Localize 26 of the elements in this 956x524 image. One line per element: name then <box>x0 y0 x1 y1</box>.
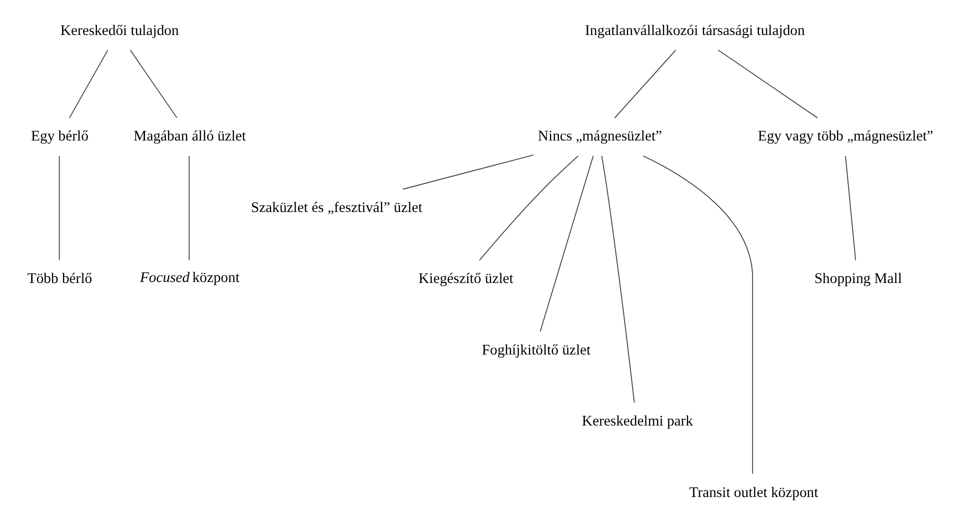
connector <box>188 156 190 261</box>
connector <box>600 156 634 404</box>
node-text: Foghíjkitöltő üzlet <box>481 342 590 358</box>
connector <box>68 50 108 118</box>
connector <box>614 50 676 118</box>
node-text: Szaküzlet és „fesztivál” üzlet <box>250 200 422 216</box>
connector <box>402 154 534 190</box>
node-text: Több bérlő <box>26 271 92 288</box>
node-text: Kereskedelmi park <box>581 414 693 430</box>
connector <box>539 156 594 332</box>
node-text: Nincs „mágnesüzlet” <box>537 128 662 145</box>
node-text: Egy bérlő <box>30 128 88 145</box>
node-text: Ingatlanvállalkozói társasági tulajdon <box>584 22 804 39</box>
connector <box>642 155 753 474</box>
node-text: Magában álló üzlet <box>133 128 246 145</box>
connector <box>717 50 818 118</box>
node-text: Transit outlet központ <box>688 484 818 501</box>
connector <box>844 156 856 261</box>
node-text: Shopping Mall <box>814 271 902 288</box>
connector <box>129 50 177 118</box>
connector <box>58 156 60 261</box>
connector <box>478 156 578 261</box>
node-text: Kiegészítő üzlet <box>418 271 513 288</box>
node-text: Egy vagy több „mágnesüzlet” <box>757 128 933 145</box>
node-text: Focused központ <box>139 270 240 286</box>
node-text: Kereskedői tulajdon <box>60 22 178 39</box>
